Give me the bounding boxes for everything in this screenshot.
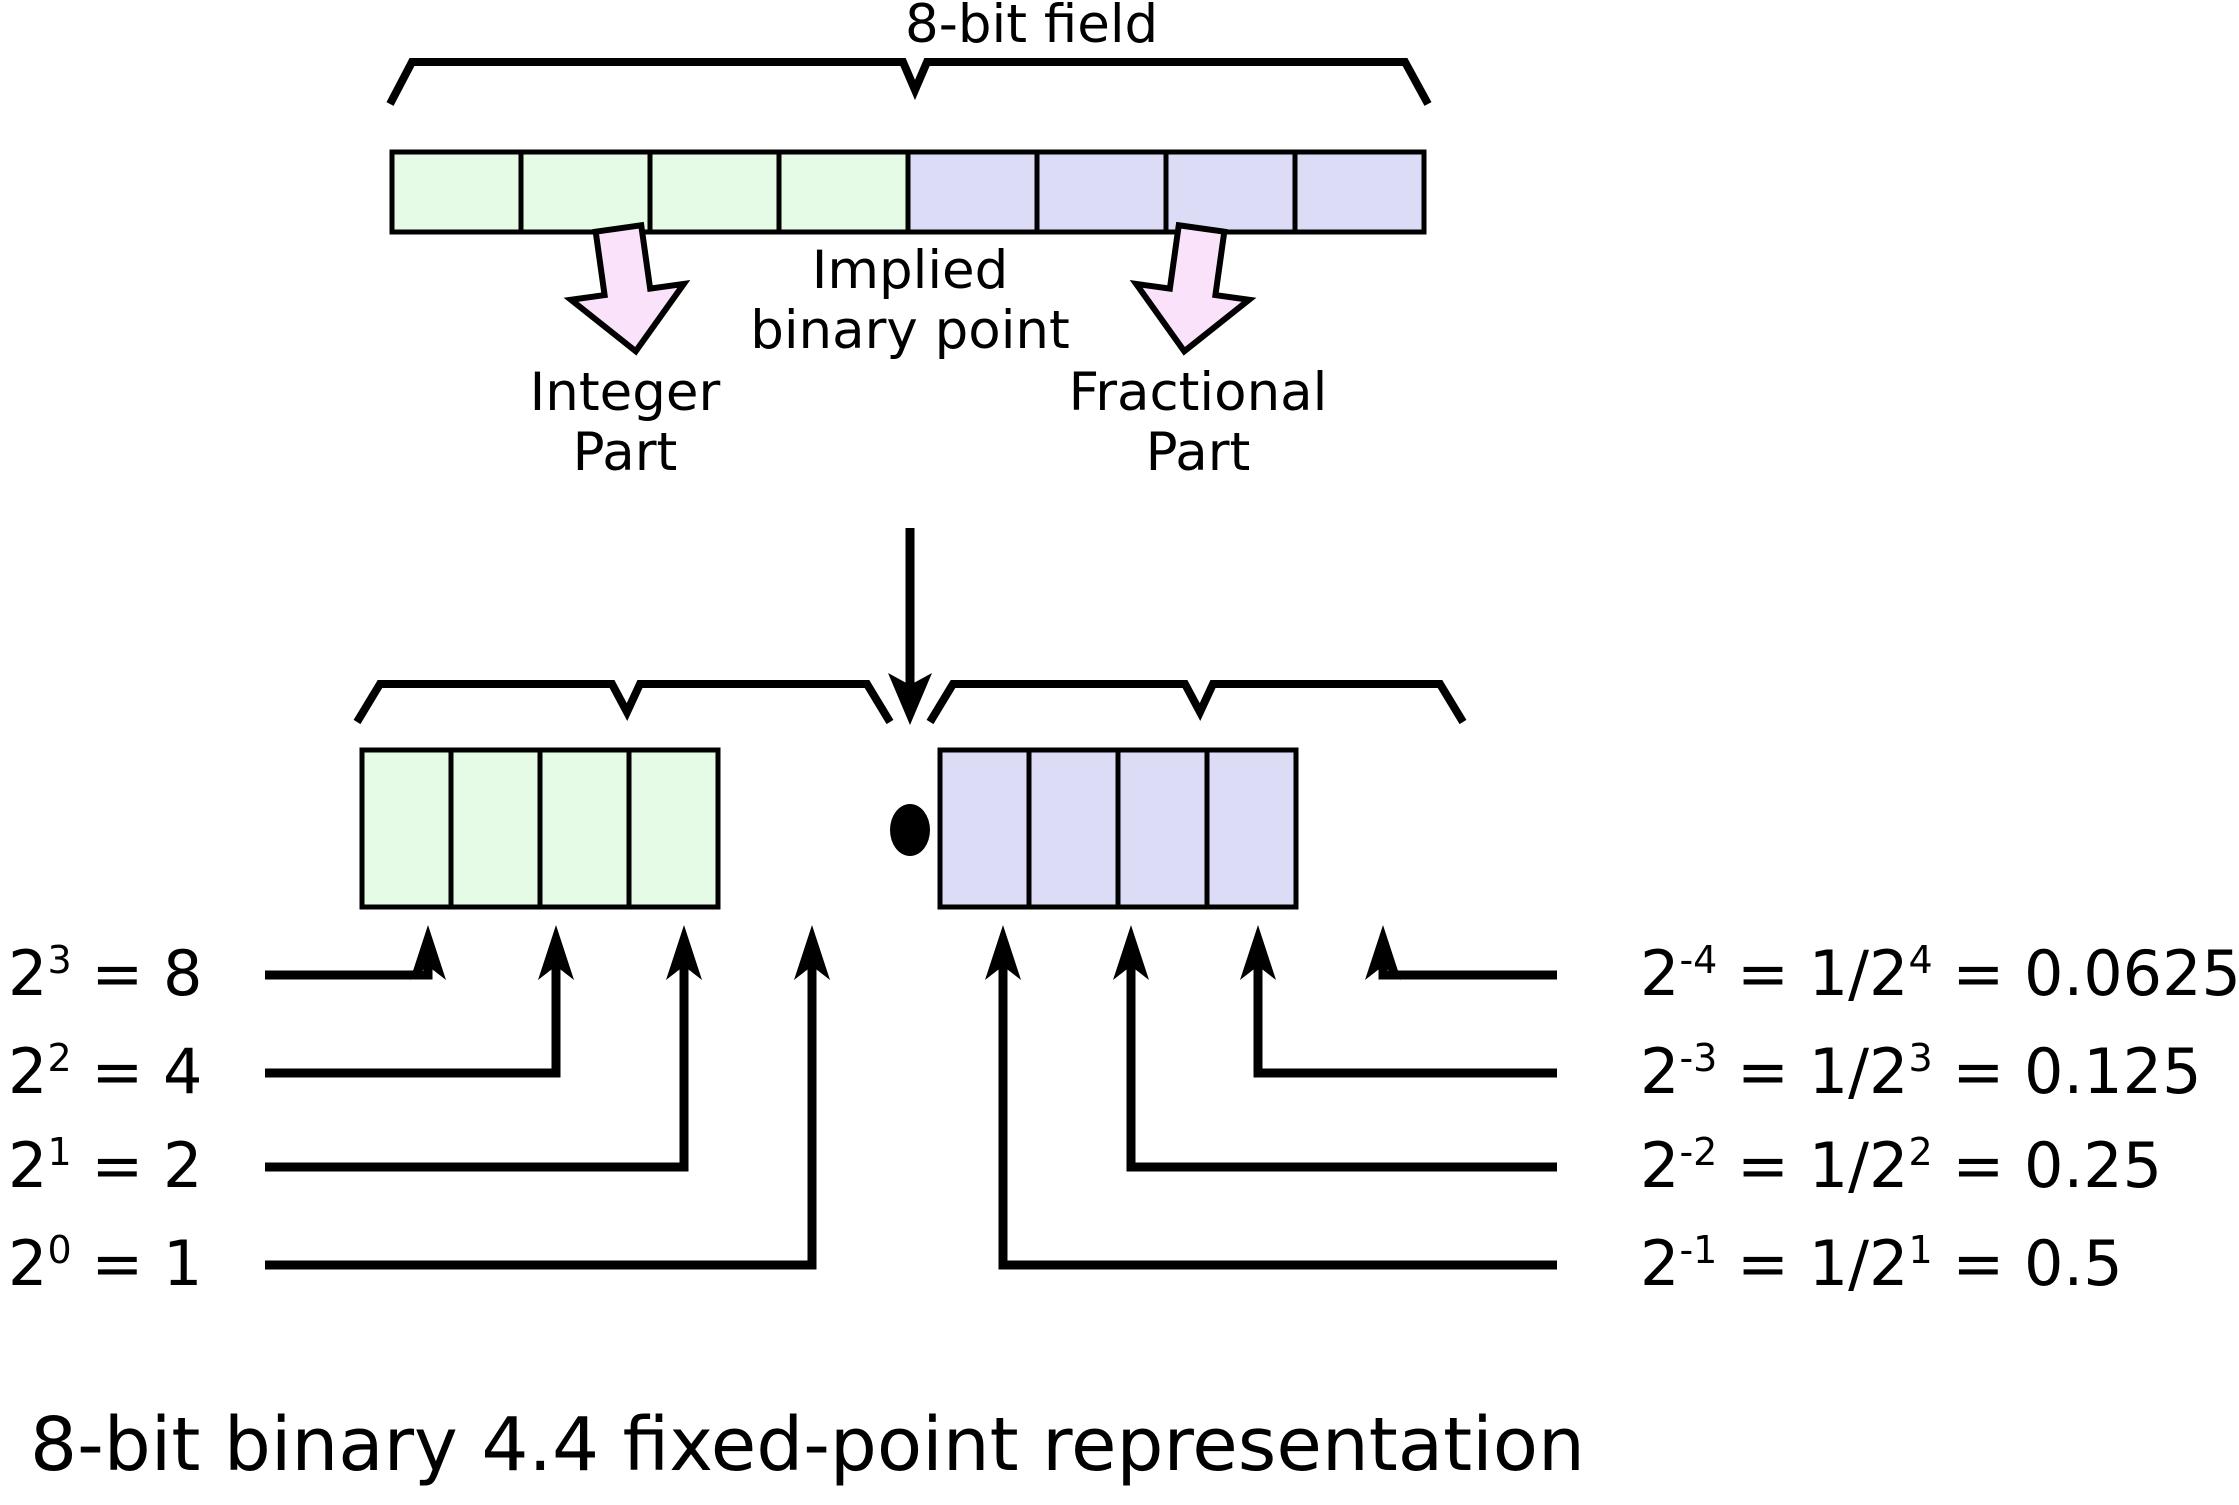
fractional-weight-row-0: 2-4 = 1/24 = 0.0625 bbox=[1640, 937, 2239, 1010]
fractional-weight-midexp-2: 2 bbox=[1909, 1130, 1933, 1174]
integer-weight-exp-2: 1 bbox=[47, 1130, 71, 1174]
fractional-bit-cell-0p5 bbox=[937, 747, 1032, 910]
integer-bit-row bbox=[359, 747, 721, 910]
figure-caption: 8-bit binary 4.4 fixed-point representat… bbox=[30, 1402, 1585, 1488]
leader-line-integer-8 bbox=[265, 925, 446, 980]
top-bit-cell-frac-3 bbox=[1163, 149, 1298, 235]
top-bit-row bbox=[389, 149, 1427, 235]
top-bit-cell-int-2 bbox=[518, 149, 653, 235]
fractional-weight-row-1: 2-3 = 1/23 = 0.125 bbox=[1640, 1035, 2202, 1108]
fractional-weight-midbase-2: 1/2 bbox=[1809, 1129, 1909, 1202]
integer-weight-exp-3: 0 bbox=[47, 1228, 71, 1272]
leader-line-fractional-0p125 bbox=[1240, 925, 1557, 1078]
fractional-weight-formulas: 2-4 = 1/24 = 0.0625 2-3 = 1/23 = 0.125 2… bbox=[1640, 937, 2239, 1300]
top-bit-cell-int-0 bbox=[776, 149, 911, 235]
fractional-weight-midbase-1: 1/2 bbox=[1809, 1035, 1909, 1108]
fractional-weight-eq-1: = 0.125 bbox=[1933, 1035, 2202, 1108]
split-arrow-left bbox=[563, 221, 691, 356]
fractional-bit-cell-0p0625 bbox=[1204, 747, 1299, 910]
integer-bit-cell-4 bbox=[448, 747, 543, 910]
top-bit-cell-frac-4 bbox=[1292, 149, 1427, 235]
integer-weight-base-0: 2 bbox=[8, 937, 47, 1010]
fractional-weight-base-1: 2 bbox=[1640, 1035, 1679, 1108]
implied-point-label-line1: Implied bbox=[812, 240, 1009, 301]
integer-weight-eq-3: = 1 bbox=[72, 1227, 203, 1300]
integer-bit-cell-2 bbox=[537, 747, 632, 910]
integer-weight-eq-2: = 2 bbox=[72, 1129, 203, 1202]
integer-weight-row-3: 20 = 1 bbox=[8, 1227, 202, 1300]
fractional-weight-midexp-3: 1 bbox=[1909, 1228, 1933, 1272]
top-field-brace bbox=[386, 58, 1432, 106]
leader-line-integer-1 bbox=[265, 925, 830, 1270]
integer-weight-exp-0: 3 bbox=[47, 938, 71, 982]
fractional-weight-eq-0: = 0.0625 bbox=[1933, 937, 2239, 1010]
fractional-weight-eq-3: = 0.5 bbox=[1933, 1227, 2123, 1300]
top-field-label: 8-bit field bbox=[905, 0, 1158, 55]
leader-line-integer-2 bbox=[265, 925, 702, 1172]
top-bit-cell-int-3 bbox=[389, 149, 524, 235]
integer-weight-row-0: 23 = 8 bbox=[8, 937, 202, 1010]
integer-bit-cell-1 bbox=[626, 747, 721, 910]
fractional-bit-cell-0p125 bbox=[1115, 747, 1210, 910]
leader-line-fractional-0p0625 bbox=[1365, 925, 1557, 980]
integer-bit-cell-8 bbox=[359, 747, 454, 910]
fractional-weight-base-2: 2 bbox=[1640, 1129, 1679, 1202]
implied-point-label-line2: binary point bbox=[750, 300, 1070, 361]
top-bit-cell-frac-2 bbox=[1034, 149, 1169, 235]
binary-point-pointer-arrow bbox=[888, 528, 932, 725]
fractional-weight-midbase-3: 1/2 bbox=[1809, 1227, 1909, 1300]
top-bit-cell-int-1 bbox=[647, 149, 782, 235]
fractional-weight-base-0: 2 bbox=[1640, 937, 1679, 1010]
integer-weight-base-2: 2 bbox=[8, 1129, 47, 1202]
fractional-part-label-line2: Part bbox=[1146, 422, 1251, 483]
leader-line-integer-4 bbox=[265, 925, 574, 1078]
fractional-weight-midbase-0: 1/2 bbox=[1809, 937, 1909, 1010]
fractional-weight-exp-0: -4 bbox=[1679, 938, 1717, 982]
fractional-part-label-line1: Fractional bbox=[1069, 362, 1328, 423]
integer-weight-row-2: 21 = 2 bbox=[8, 1129, 202, 1202]
fractional-weight-base-3: 2 bbox=[1640, 1227, 1679, 1300]
fractional-weight-exp-2: -2 bbox=[1679, 1130, 1717, 1174]
fractional-bit-row bbox=[937, 747, 1299, 910]
integer-part-label-line2: Part bbox=[573, 422, 678, 483]
integer-part-brace bbox=[353, 680, 894, 725]
fractional-weight-exp-3: -1 bbox=[1679, 1228, 1717, 1272]
top-bit-cell-frac-1 bbox=[905, 149, 1040, 235]
leader-line-fractional-0p25 bbox=[1113, 925, 1557, 1172]
integer-weight-exp-1: 2 bbox=[47, 1036, 71, 1080]
integer-weight-eq-1: = 4 bbox=[72, 1035, 203, 1108]
integer-weight-eq-0: = 8 bbox=[72, 937, 203, 1010]
fractional-bit-cell-0p25 bbox=[1026, 747, 1121, 910]
fractional-weight-midexp-0: 4 bbox=[1909, 938, 1933, 982]
fractional-weight-exp-1: -3 bbox=[1679, 1036, 1717, 1080]
integer-weight-formulas: 23 = 8 22 = 4 21 = 2 20 = 1 bbox=[8, 937, 202, 1300]
leader-line-fractional-0p5 bbox=[985, 925, 1557, 1270]
integer-weight-row-1: 22 = 4 bbox=[8, 1035, 202, 1108]
fractional-part-brace bbox=[926, 680, 1467, 725]
binary-point-dot bbox=[890, 804, 930, 856]
integer-part-label-line1: Integer bbox=[530, 362, 721, 423]
fractional-weight-row-3: 2-1 = 1/21 = 0.5 bbox=[1640, 1227, 2123, 1300]
fractional-weight-row-2: 2-2 = 1/22 = 0.25 bbox=[1640, 1129, 2162, 1202]
split-arrow-right bbox=[1129, 221, 1257, 356]
integer-weight-base-3: 2 bbox=[8, 1227, 47, 1300]
integer-weight-base-1: 2 bbox=[8, 1035, 47, 1108]
fractional-weight-midexp-1: 3 bbox=[1909, 1036, 1933, 1080]
fractional-weight-eq-2: = 0.25 bbox=[1933, 1129, 2162, 1202]
